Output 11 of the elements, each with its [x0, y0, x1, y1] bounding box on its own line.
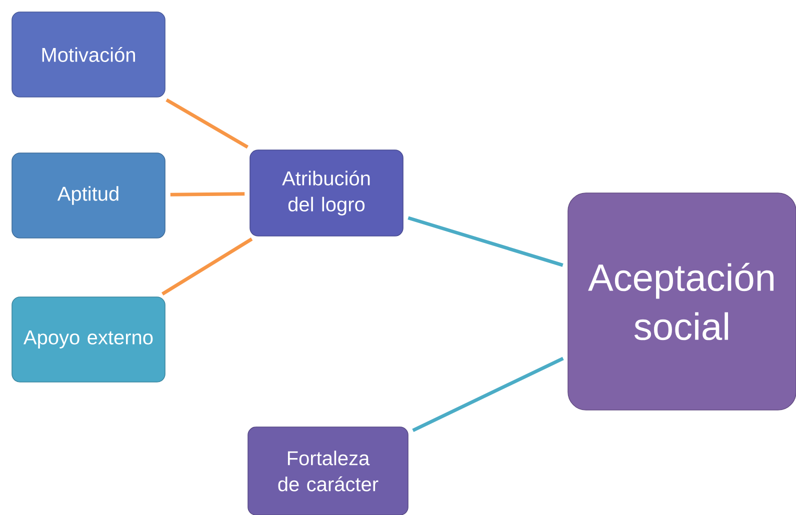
connector-line	[412, 356, 564, 432]
process-box: Aceptación social	[568, 192, 796, 410]
connector-line	[408, 216, 564, 267]
process-box: Apoyo externo	[12, 296, 166, 382]
process-box: Fortaleza de carácter	[248, 426, 408, 515]
connector-line	[170, 192, 245, 196]
process-box: Motivación	[12, 12, 166, 98]
connector-line	[161, 238, 253, 296]
connector-line	[166, 98, 248, 149]
process-box: Atribución del logro	[250, 150, 404, 236]
process-box: Aptitud	[12, 152, 166, 238]
